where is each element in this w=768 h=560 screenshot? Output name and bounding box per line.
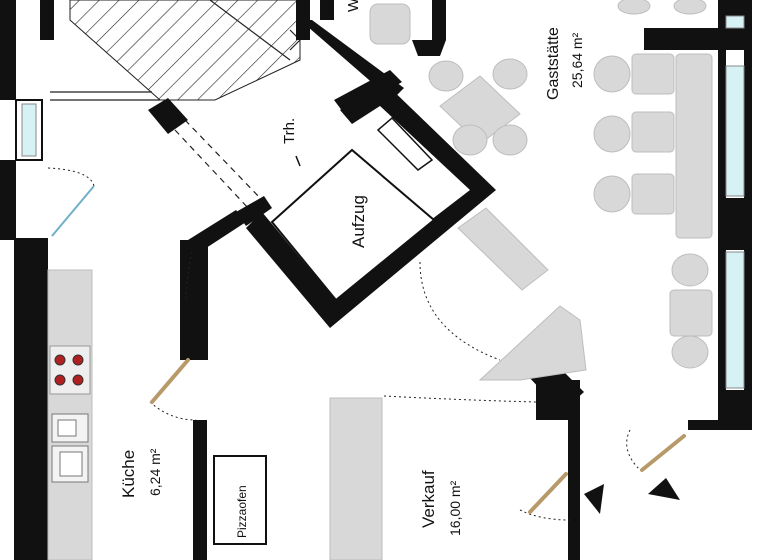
walls bbox=[0, 0, 752, 560]
room-area-gaststaette: 25,64 m² bbox=[569, 32, 585, 88]
sink-icon bbox=[51, 413, 89, 483]
elevator-car bbox=[270, 148, 436, 302]
room-name-gaststaette: Gaststätte bbox=[545, 27, 562, 100]
pizzaofen-label: Pizzaofen bbox=[235, 485, 249, 538]
pizzaofen-box bbox=[213, 455, 267, 545]
staircase bbox=[50, 0, 301, 101]
furniture bbox=[47, 0, 713, 560]
treppenhaus-label: Trh. bbox=[281, 118, 298, 144]
entrance-arrow-icon bbox=[648, 478, 680, 500]
door-leaves bbox=[150, 358, 686, 514]
doors bbox=[47, 167, 641, 521]
room-name-verkauf: Verkauf bbox=[419, 470, 438, 528]
stair-dashed-line bbox=[184, 119, 263, 201]
room-area-kueche: 6,24 m² bbox=[147, 448, 163, 496]
room-name-kueche: Küche bbox=[119, 450, 138, 498]
elevator-door bbox=[376, 116, 434, 171]
wc-bowl bbox=[369, 3, 411, 45]
stove-icon bbox=[49, 345, 91, 395]
trh-tick bbox=[295, 155, 301, 167]
entrance-arrow-icon bbox=[584, 484, 604, 514]
aufzug-label: Aufzug bbox=[349, 195, 368, 248]
room-area-verkauf: 16,00 m² bbox=[447, 480, 463, 536]
windows bbox=[15, 15, 745, 389]
stair-dashed-line bbox=[174, 129, 251, 211]
wc-label: W bbox=[345, 0, 362, 12]
